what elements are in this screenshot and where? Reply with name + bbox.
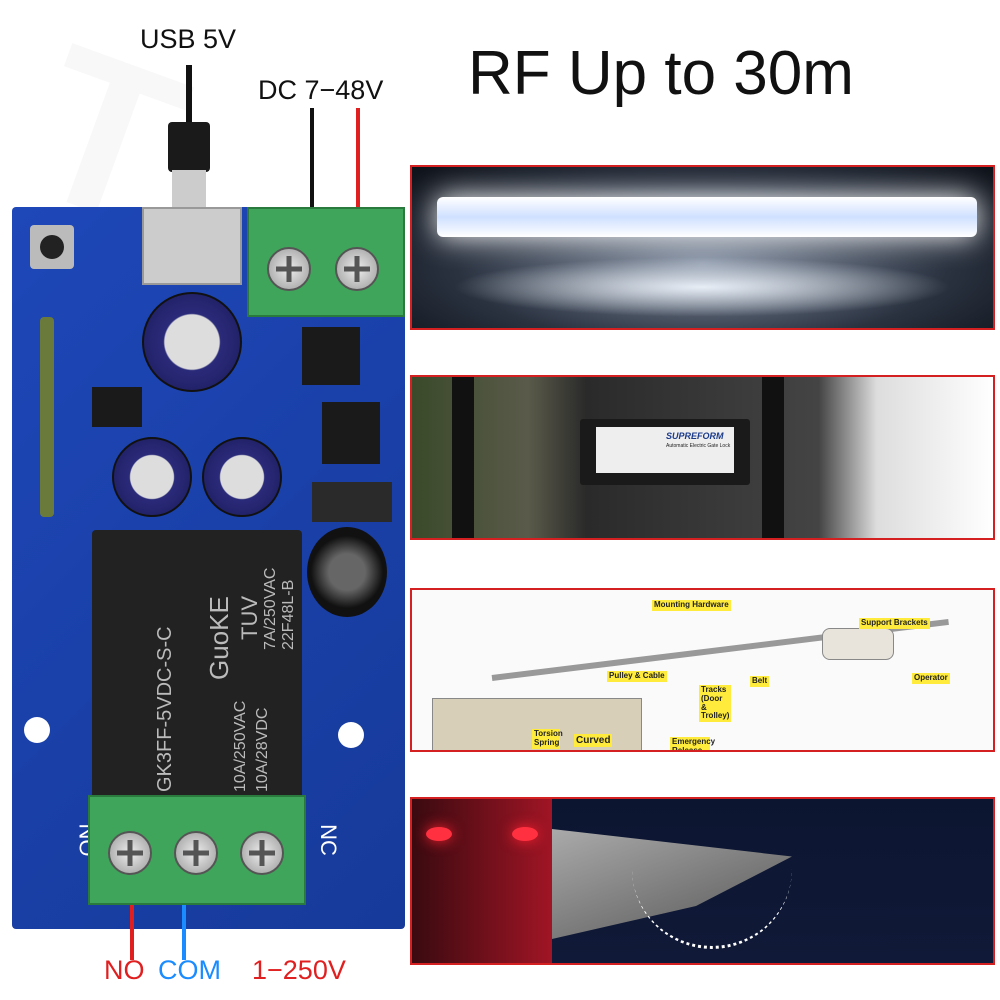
relay-rating2: 10A/28VDC	[254, 707, 271, 793]
gate-lock-panel: SUPREFORM Automatic Electric Gate Lock	[410, 375, 995, 540]
relay-code: 22F48L-B	[280, 579, 297, 650]
led-bar	[437, 197, 977, 237]
red-light	[512, 827, 538, 841]
relay-rating1: 10A/250VAC	[232, 700, 249, 792]
com-blue-wire	[182, 905, 186, 960]
mounting-hole	[338, 722, 364, 748]
relay-cert: TUV	[237, 596, 262, 640]
gate-lock-device: SUPREFORM Automatic Electric Gate Lock	[580, 419, 750, 485]
no-red-wire	[130, 905, 134, 960]
diagram-label: Mounting Hardware	[652, 600, 731, 611]
diagram-label: Pulley & Cable	[607, 671, 667, 682]
gate-post	[762, 377, 784, 538]
regulator-chip	[302, 327, 360, 385]
ic-chip	[322, 402, 380, 464]
usb-plug	[168, 122, 210, 172]
awning-lights-panel	[410, 797, 995, 965]
push-button[interactable]	[30, 225, 74, 269]
dc-black-wire	[310, 108, 314, 208]
string-lights	[632, 859, 792, 949]
output-terminal-block	[88, 795, 306, 905]
diagram-label: Torsion Spring	[532, 729, 563, 749]
diagram-label: Tracks (Door & Trolley)	[699, 685, 731, 723]
mounting-hole	[24, 717, 50, 743]
diagram-label: Support Brackets	[859, 618, 930, 629]
dc-terminal-block	[247, 207, 405, 317]
diagram-label: Belt	[750, 676, 770, 687]
usb-label: USB 5V	[140, 24, 237, 54]
dc-red-wire	[356, 108, 360, 208]
no-label: NO	[104, 955, 145, 985]
relay-rating3: 7A/250VAC	[262, 567, 279, 650]
antenna	[40, 317, 54, 517]
garage-operator	[822, 628, 894, 660]
light-reflection	[452, 257, 952, 317]
diagram-label: Curved	[574, 734, 613, 747]
usb-connector	[172, 170, 206, 210]
screw-terminal[interactable]	[267, 247, 311, 291]
transistor	[92, 387, 142, 427]
usb-cable	[186, 65, 192, 125]
nc-silkscreen: NC	[315, 824, 341, 856]
screw-terminal-no[interactable]	[108, 831, 152, 875]
page-title: RF Up to 30m	[468, 39, 854, 108]
capacitor	[112, 437, 192, 517]
relay: GK3FF-5VDC-S-C GuoKE 10A/250VAC 10A/28VD…	[92, 530, 302, 800]
led-light-bar-panel	[410, 165, 995, 330]
rv-body	[412, 799, 552, 963]
diagram-label: Emergency Release Rope	[670, 737, 715, 750]
inductor	[307, 527, 387, 617]
usb-port	[142, 207, 242, 285]
dc-label: DC 7−48V	[258, 75, 384, 105]
voltage-label: 1−250V	[252, 955, 346, 985]
diode	[312, 482, 392, 522]
diagram-label: Operator	[912, 673, 950, 684]
garage-door-diagram-panel: Mounting Hardware Support Brackets Pulle…	[410, 588, 995, 752]
lock-subtitle: Automatic Electric Gate Lock	[666, 443, 731, 449]
screw-terminal-com[interactable]	[174, 831, 218, 875]
relay-brand: GuoKE	[204, 596, 234, 680]
com-label: COM	[158, 955, 221, 985]
red-light	[426, 827, 452, 841]
capacitor	[202, 437, 282, 517]
lock-brand: SUPREFORM	[666, 431, 724, 441]
relay-model: GK3FF-5VDC-S-C	[154, 626, 176, 792]
screw-terminal-nc[interactable]	[240, 831, 284, 875]
capacitor	[142, 292, 242, 392]
screw-terminal[interactable]	[335, 247, 379, 291]
gate-post	[452, 377, 474, 538]
